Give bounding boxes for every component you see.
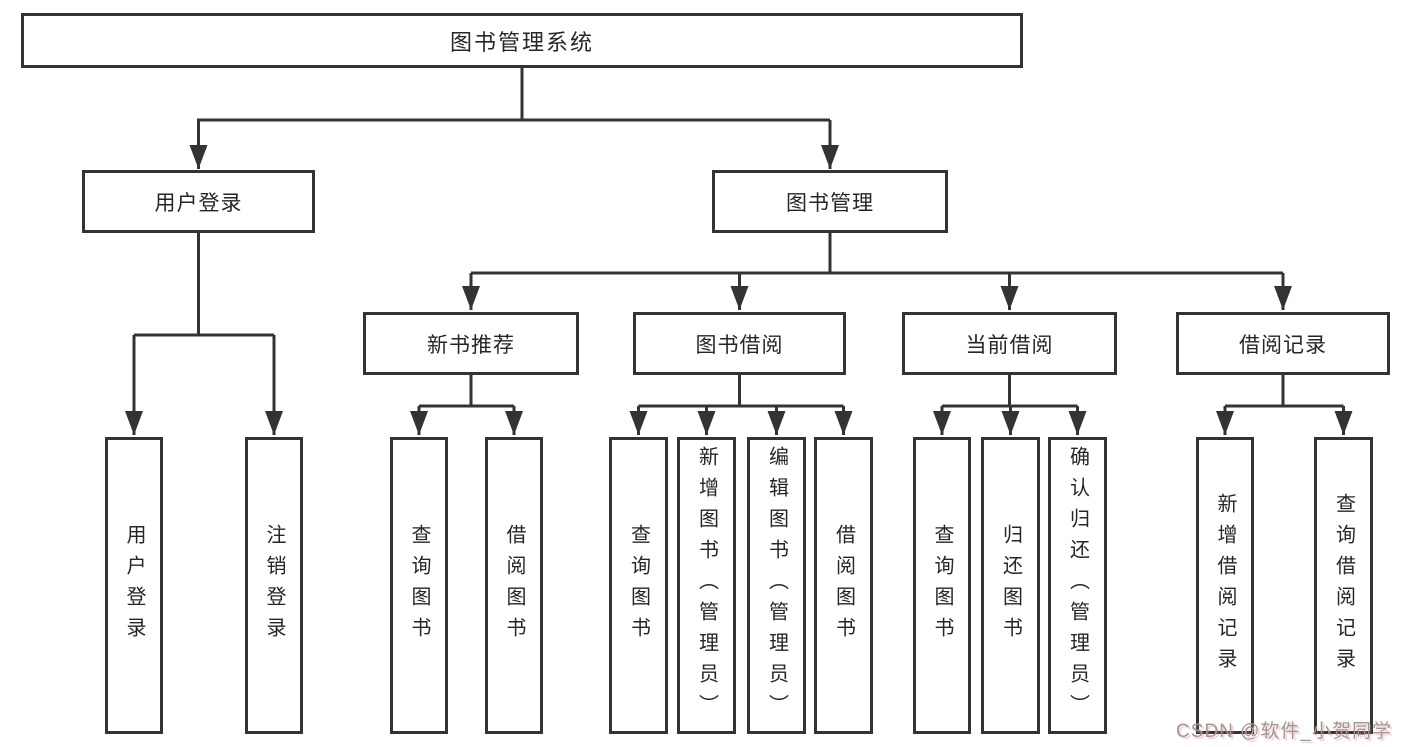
leaf-node-label: 查询图书 <box>408 523 430 648</box>
branch-node-user-login: 用户登录 <box>82 170 315 233</box>
leaf-node-label: 查询借阅记录 <box>1332 492 1355 679</box>
leaf-node-add-books-admin: 新增图书（管理员） <box>677 437 736 734</box>
leaf-node-label: 新增借阅记录 <box>1214 492 1236 679</box>
leaf-node-label: 确认归还（管理员） <box>1066 446 1089 725</box>
leaf-node-query-books: 查询图书 <box>913 437 971 734</box>
leaf-node-label: 用户登录 <box>123 523 145 648</box>
leaf-node-borrow-books: 借阅图书 <box>485 437 543 734</box>
leaf-node-user-login: 用户登录 <box>105 437 163 734</box>
section-node-label: 借阅记录 <box>1239 333 1327 357</box>
root-node-label: 图书管理系统 <box>449 29 594 55</box>
section-node-label: 图书借阅 <box>695 333 784 357</box>
leaf-node-logout: 注销登录 <box>245 437 303 734</box>
section-node-new-book-recommend: 新书推荐 <box>363 312 579 375</box>
section-node-current-borrowing: 当前借阅 <box>902 312 1117 375</box>
csdn-watermark: CSDN @软件_小贺同学 <box>1176 721 1392 742</box>
leaf-node-query-books: 查询图书 <box>390 437 448 734</box>
leaf-node-query-books: 查询图书 <box>609 437 668 734</box>
branch-node-book-management: 图书管理 <box>712 170 948 233</box>
leaf-node-label: 查询图书 <box>931 523 953 648</box>
leaf-node-query-borrow-record: 查询借阅记录 <box>1314 437 1373 734</box>
leaf-node-label: 归还图书 <box>999 523 1022 648</box>
section-node-label: 新书推荐 <box>427 333 515 357</box>
leaf-node-label: 新增图书（管理员） <box>695 446 718 725</box>
leaf-node-label: 借阅图书 <box>503 523 525 648</box>
section-node-label: 当前借阅 <box>965 333 1054 357</box>
branch-node-label: 用户登录 <box>154 191 243 215</box>
leaf-node-add-borrow-record: 新增借阅记录 <box>1196 437 1254 734</box>
leaf-node-label: 编辑图书（管理员） <box>765 446 788 725</box>
leaf-node-label: 借阅图书 <box>832 523 855 648</box>
root-node-library-system: 图书管理系统 <box>21 13 1023 68</box>
leaf-node-label: 查询图书 <box>627 523 650 648</box>
leaf-node-label: 注销登录 <box>263 523 285 648</box>
section-node-borrowing-records: 借阅记录 <box>1176 312 1390 375</box>
leaf-node-return-books: 归还图书 <box>981 437 1040 734</box>
leaf-node-confirm-return-admin: 确认归还（管理员） <box>1048 437 1107 734</box>
section-node-book-borrowing: 图书借阅 <box>633 312 846 375</box>
branch-node-label: 图书管理 <box>786 191 874 215</box>
leaf-node-edit-books-admin: 编辑图书（管理员） <box>747 437 806 734</box>
leaf-node-borrow-books: 借阅图书 <box>814 437 873 734</box>
